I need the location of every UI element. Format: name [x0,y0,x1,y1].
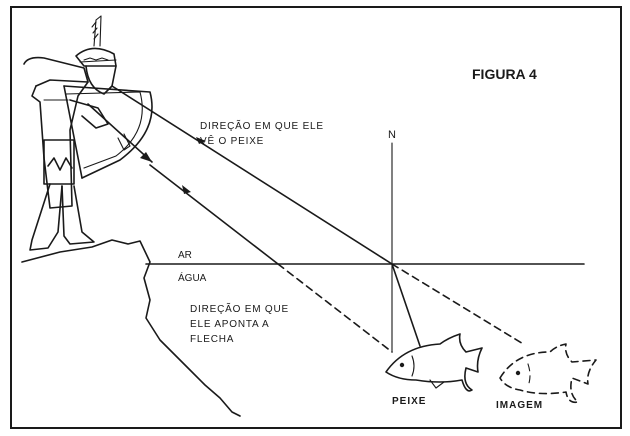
aim-direction-line-3: FLECHA [190,334,234,345]
aim-direction-line-2: ELE APONTA A [190,319,269,330]
arrow-path-line [149,164,279,265]
dashed-fish-image-icon [499,343,597,404]
seen-direction-line-2: VÊ O PEIXE [200,134,264,147]
fish-icon [385,333,483,392]
arrow-path-arrowhead [182,185,191,194]
fish-label: PEIXE [392,396,426,407]
bow-and-arrow-icon [63,85,153,179]
sight-line [111,85,393,265]
sight-line-arrowhead [196,137,206,144]
air-label: AR [178,250,192,261]
cliff-bank [21,239,241,417]
figure-frame [10,6,622,429]
aim-direction-line-1: DIREÇÃO EM QUE [190,302,289,315]
apparent-ray-extension [391,263,526,346]
normal-label: N [388,129,396,141]
indigenous-archer-icon [23,15,117,251]
arrow-path-extension [277,263,393,353]
image-label: IMAGEM [496,400,543,411]
seen-direction-label: DIREÇÃO EM QUE ELE VÊ O PEIXE [200,119,327,147]
refracted-ray [391,263,421,347]
figure-title: FIGURA 4 [472,66,537,82]
water-label: ÁGUA [178,271,207,284]
seen-direction-line-1: DIREÇÃO EM QUE ELE [200,119,324,132]
aim-direction-label: DIREÇÃO EM QUE ELE APONTA A FLECHA [190,302,293,345]
